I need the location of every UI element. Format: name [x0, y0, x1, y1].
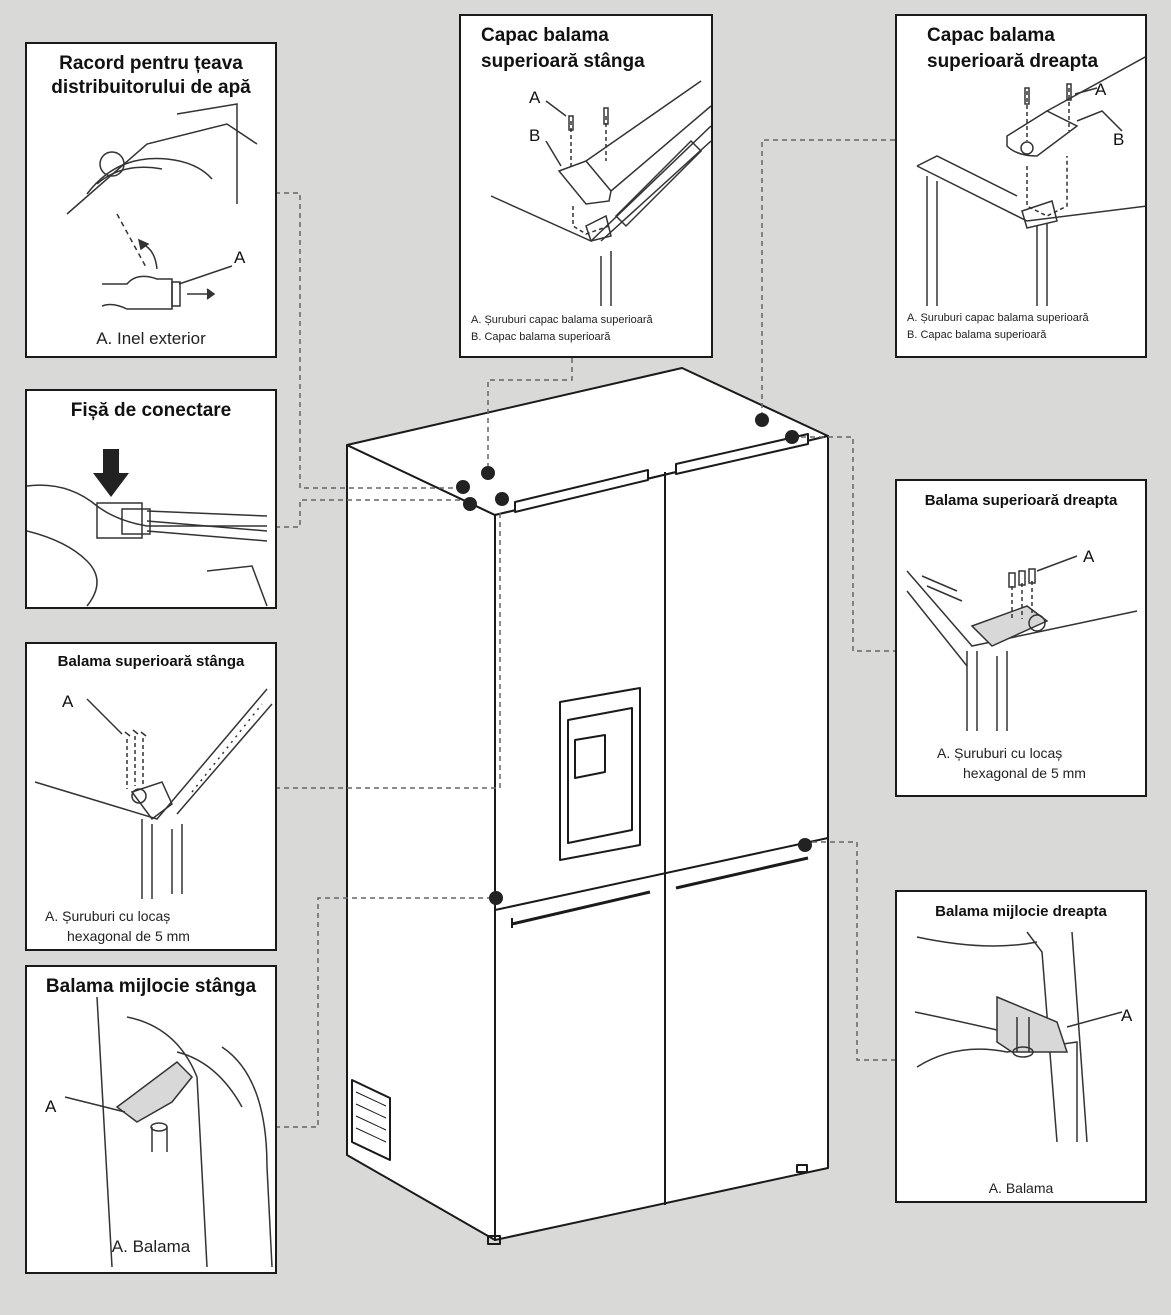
panel-legend: hexagonal de 5 mm [963, 765, 1086, 781]
label-a: A [1083, 547, 1095, 566]
panel-water-connector: Racord pentru țeava distribuitorului de … [25, 42, 277, 358]
panel-cover-left: Capac balama superioară stânga A B A. Șu… [459, 14, 713, 358]
callout-cover-right [761, 139, 895, 418]
vent-grille [351, 1079, 391, 1161]
fridge-front [494, 435, 829, 1241]
label-b: B [529, 126, 541, 145]
callout-dot-water [456, 480, 470, 494]
panel-legend: A. Balama [111, 1237, 191, 1256]
callout-water [275, 192, 463, 489]
panel-cover-right: Capac balama superioară dreapta A B A. Ș… [895, 14, 1147, 358]
panel-mid-hinge-right: Balama mijlocie dreapta A A. Balama [895, 890, 1147, 1203]
panel-title: Balama superioară dreapta [924, 492, 1118, 509]
callout-top-hinge-right [792, 436, 895, 652]
panel-legend: A. Inel exterior [96, 329, 206, 348]
callout-mid-hinge-left [275, 897, 496, 1128]
callout-dot-mid-hinge-right [798, 838, 812, 852]
panel-title: Capac balama [481, 25, 609, 46]
water-connector-drawing [66, 103, 258, 310]
panel-top-hinge-right: Balama superioară dreapta A A. Șuruburi … [895, 479, 1147, 797]
callout-dot-top-hinge-left [495, 492, 509, 506]
panel-legend: hexagonal de 5 mm [67, 928, 190, 944]
panel-legend: A. Șuruburi cu locaș [45, 908, 171, 924]
panel-legend: B. Capac balama superioară [907, 329, 1047, 341]
top-hinge-left-drawing [34, 688, 273, 899]
panel-title: Capac balama [927, 25, 1055, 46]
label-a: A [1121, 1006, 1133, 1025]
panel-mid-hinge-left: Balama mijlocie stânga A A. Balama [25, 965, 277, 1274]
label-a: A [62, 692, 74, 711]
panel-title: superioară stânga [481, 51, 645, 72]
panel-title: distribuitorului de apă [51, 77, 251, 98]
panel-title: Racord pentru țeava [59, 53, 243, 74]
callout-plug [275, 499, 470, 528]
cover-left-drawing [490, 80, 711, 306]
top-hinge-right-drawing [906, 555, 1138, 731]
label-b: B [1113, 130, 1125, 149]
panel-legend: A. Șuruburi cu locaș [937, 745, 1063, 761]
panel-legend: A. Șuruburi capac balama superioară [907, 312, 1089, 324]
callout-top-hinge-left [275, 510, 501, 789]
panel-legend: B. Capac balama superioară [471, 331, 611, 343]
callout-dot-mid-hinge-left [489, 891, 503, 905]
panel-top-hinge-left: Balama superioară stânga A A. Șuruburi c… [25, 642, 277, 951]
panel-title: Balama superioară stânga [57, 653, 245, 670]
mid-hinge-left-drawing [64, 996, 273, 1268]
callout-dot-top-hinge-right [785, 430, 799, 444]
panel-title: superioară dreapta [927, 51, 1099, 72]
panel-legend: A. Balama [988, 1180, 1054, 1196]
callout-cover-left [487, 358, 573, 473]
label-a: A [234, 248, 246, 267]
panel-title: Fișă de conectare [70, 400, 232, 421]
label-a: A [1095, 80, 1107, 99]
label-a: A [45, 1097, 57, 1116]
panel-legend: A. Șuruburi capac balama superioară [471, 314, 653, 326]
connector-plug-drawing [27, 449, 268, 607]
mid-hinge-right-drawing [914, 931, 1123, 1143]
panel-connector-plug: Fișă de conectare [25, 389, 277, 609]
callout-dot-plug [463, 497, 477, 511]
panel-title: Balama mijlocie stânga [45, 976, 257, 997]
callout-mid-hinge-right [812, 841, 895, 1061]
panel-title: Balama mijlocie dreapta [935, 903, 1107, 920]
callout-dot-cover-right [755, 413, 769, 427]
cover-right-drawing [916, 56, 1145, 306]
push-arrow [93, 449, 129, 497]
callout-dot-cover-left [481, 466, 495, 480]
label-a: A [529, 88, 541, 107]
